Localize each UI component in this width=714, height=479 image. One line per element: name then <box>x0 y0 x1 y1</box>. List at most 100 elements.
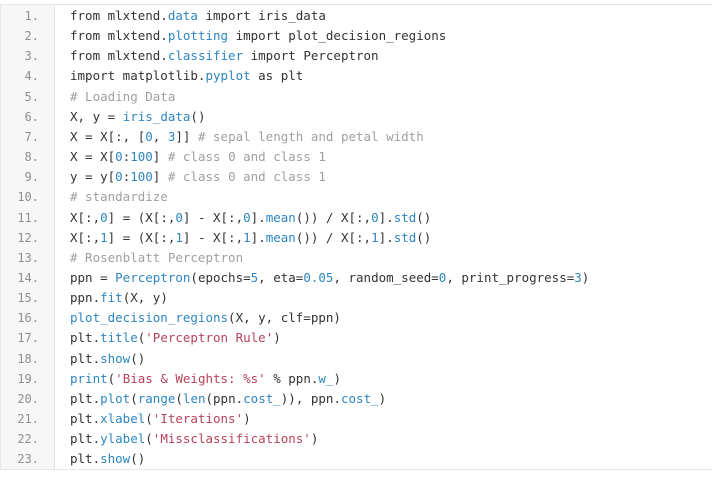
code-token: ( <box>137 330 146 346</box>
code-token: , random_seed= <box>333 269 439 285</box>
code-token: mean <box>265 209 296 225</box>
code-token: ppn = <box>70 269 116 285</box>
code-token: 1 <box>175 229 183 245</box>
code-token: xlabel <box>100 411 146 426</box>
line-number: 15. <box>17 291 39 306</box>
code-token: ]] <box>175 128 198 144</box>
code-token: len <box>182 390 206 406</box>
code-token: 'Perceptron Rule' <box>145 330 274 346</box>
code-text: from mlxtend.classifier import Perceptro… <box>70 46 379 66</box>
code-token: plot_decision_regions <box>70 310 229 326</box>
code-token: 1 <box>100 229 108 245</box>
code-token: iris_data <box>122 108 191 124</box>
code-token: # sepal length and petal width <box>197 128 424 144</box>
code-text: from mlxtend.plotting import plot_decisi… <box>70 26 446 46</box>
line-number: 22. <box>17 432 39 447</box>
code-token: std <box>393 209 417 225</box>
code-token: ( <box>145 431 153 447</box>
code-line: 14.ppn = Perceptron(epochs=5, eta=0.05, … <box>1 268 713 288</box>
code-line: 3. from mlxtend.classifier import Percept… <box>1 46 713 66</box>
code-token: ] = (X[:, <box>107 209 176 225</box>
code-token: from mlxtend. <box>70 28 168 44</box>
code-line: 4.import matplotlib.pyplot as plt <box>1 66 713 86</box>
code-token: 100 <box>130 149 153 165</box>
code-token: : <box>122 169 131 185</box>
line-number: 8. <box>24 150 39 165</box>
code-token: 0.05 <box>303 269 334 285</box>
code-token: ]. <box>378 209 394 225</box>
code-token: ()) / X[:, <box>295 209 372 225</box>
code-token: import iris_data <box>197 8 326 23</box>
code-line: 10.# standardize <box>1 187 713 207</box>
code-token: () <box>190 108 206 124</box>
line-number: 9. <box>24 170 39 185</box>
code-token: ylabel <box>100 431 146 447</box>
code-token: () <box>130 350 146 366</box>
code-token: ]. <box>250 209 266 225</box>
code-token: X, y = <box>70 108 123 124</box>
code-token: (X, y, clf=ppn) <box>228 310 341 326</box>
code-token: ( <box>175 390 183 406</box>
code-line: 21.plt.xlabel('Iterations') <box>1 409 713 429</box>
code-line: 20.plt.plot(range(len(ppn.cost_)), ppn.c… <box>1 389 713 409</box>
code-token: pyplot <box>205 68 251 84</box>
code-token: # class 0 and class 1 <box>167 169 326 185</box>
code-text: X[:,0] = (X[:,0] - X[:,0].mean()) / X[:,… <box>70 208 431 228</box>
code-token: 3 <box>167 128 176 144</box>
code-token: as plt <box>250 68 304 84</box>
code-token: data <box>167 8 198 23</box>
code-token: ) <box>378 390 387 406</box>
code-token: () <box>416 229 432 245</box>
code-token: plt. <box>70 411 101 426</box>
line-number: 2. <box>24 29 39 44</box>
code-token: , <box>152 128 168 144</box>
code-text: print('Bias & Weights: %s' % ppn.w_) <box>70 369 341 389</box>
code-token: 0 <box>243 209 251 225</box>
code-text: plot_decision_regions(X, y, clf=ppn) <box>70 308 341 328</box>
code-token: 1 <box>371 229 379 245</box>
code-token: ] <box>152 149 168 165</box>
code-text: X[:,1] = (X[:,1] - X[:,1].mean()) / X[:,… <box>70 228 431 248</box>
line-number: 10. <box>17 190 39 205</box>
code-token: cost_ <box>341 390 379 406</box>
code-line: 18.plt.show() <box>1 349 713 369</box>
code-token: Perceptron <box>115 269 191 285</box>
code-line: 22. plt.ylabel('Missclassifications') <box>1 429 713 449</box>
line-number: 18. <box>17 351 39 366</box>
code-text: ppn = Perceptron(epochs=5, eta=0.05, ran… <box>70 268 589 288</box>
code-line: 15. ppn.fit(X, y) <box>1 288 713 308</box>
code-token: # Loading Data <box>70 88 176 104</box>
code-token: mean <box>265 229 296 245</box>
code-text: from mlxtend.data import iris_data <box>70 6 326 26</box>
code-token: classifier <box>167 48 244 64</box>
code-text: plt.title('Perceptron Rule') <box>70 328 281 348</box>
code-token: 0 <box>438 269 447 285</box>
code-token: plt. <box>70 350 101 366</box>
line-number-gutter <box>1 5 55 469</box>
code-token: 0 <box>115 169 123 185</box>
code-token: 'Iterations' <box>152 411 244 426</box>
code-token: # class 0 and class 1 <box>167 149 326 165</box>
code-token: cost_ <box>243 390 281 406</box>
code-text: plt.ylabel('Missclassifications') <box>70 429 318 449</box>
code-text: # Rosenblatt Perceptron <box>70 248 243 268</box>
code-text: ppn.fit(X, y) <box>70 288 168 308</box>
code-text: y = y[0:100] # class 0 and class 1 <box>70 167 326 187</box>
code-token: plt. <box>70 431 101 447</box>
code-line: 5.# Loading Data <box>1 87 713 107</box>
code-token: from mlxtend. <box>70 8 168 23</box>
line-number: 3. <box>24 49 39 64</box>
code-token: ]. <box>250 229 266 245</box>
code-token: plotting <box>167 28 229 44</box>
code-token: ] - X[:, <box>182 229 244 245</box>
code-token: ) <box>333 370 341 386</box>
code-text: import matplotlib.pyplot as plt <box>70 66 303 86</box>
code-text: X, y = iris_data() <box>70 107 205 127</box>
line-number: 17. <box>17 331 39 346</box>
code-token: : <box>122 149 131 165</box>
code-token: import Perceptron <box>243 48 379 64</box>
code-token: import matplotlib. <box>70 68 206 84</box>
code-token: ] <box>152 169 168 185</box>
code-token: ] = (X[:, <box>107 229 176 245</box>
